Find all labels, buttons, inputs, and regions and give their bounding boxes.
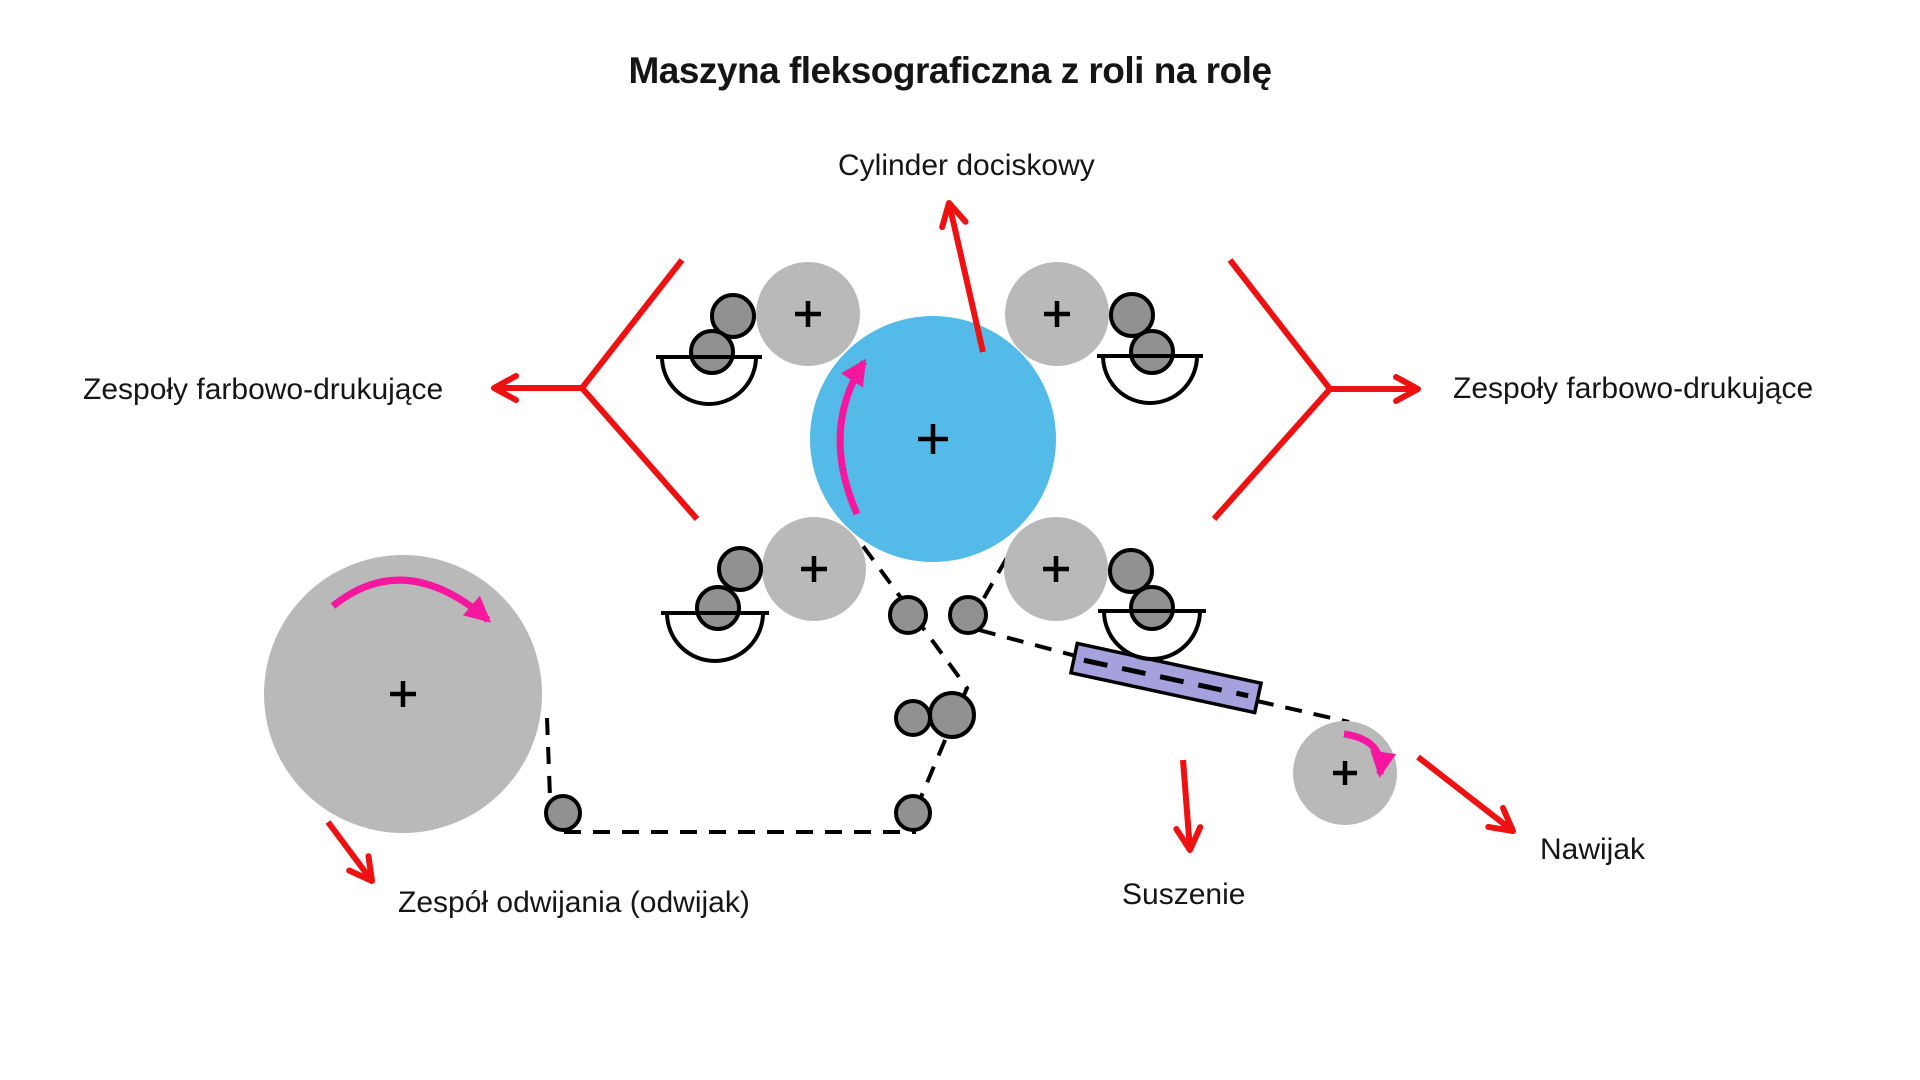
- fountain-roller: [1129, 585, 1175, 631]
- impression-cylinder: [810, 316, 1056, 562]
- arrow-rewinder-label: [1416, 754, 1516, 834]
- diagram-title: Maszyna fleksograficzna z roli na rolę: [628, 50, 1272, 91]
- fountain-roller: [695, 585, 741, 631]
- ink-pan: [1098, 609, 1206, 661]
- guide-roller: [544, 794, 582, 832]
- guide-roller: [894, 794, 932, 832]
- anilox-roller: [1108, 548, 1154, 594]
- guide-roller: [928, 691, 976, 739]
- print-unit-top-left: [656, 262, 860, 406]
- ink-pan: [661, 611, 769, 663]
- guide-roller: [894, 699, 932, 737]
- guide-rollers: [544, 595, 988, 832]
- guide-roller: [888, 595, 928, 635]
- anilox-roller: [717, 546, 763, 592]
- rotation-arrow-impression: [836, 358, 867, 516]
- label-drying: Suszenie: [1122, 878, 1246, 911]
- arrow-drying-label: [1173, 759, 1204, 853]
- rotation-arrows: [330, 358, 1397, 778]
- bracket-right: [1211, 258, 1421, 521]
- label-ink-units-left: Zespoły farbowo-drukujące: [83, 373, 444, 406]
- print-unit-bottom-right: [1004, 517, 1206, 661]
- label-impression-cylinder: Cylinder dociskowy: [838, 149, 1095, 182]
- arrow-impression-label: [939, 200, 986, 353]
- anilox-roller: [1109, 292, 1155, 338]
- arrow-unwinder-label: [325, 820, 375, 884]
- leader-arrows: [325, 200, 1516, 884]
- rotation-arrow-unwind: [330, 576, 492, 623]
- label-unwinder: Zespół odwijania (odwijak): [398, 886, 750, 919]
- print-unit-top-right: [1005, 262, 1203, 405]
- ink-pan: [1097, 354, 1203, 405]
- rotation-arrow-rewind: [1343, 730, 1397, 778]
- bracket-left: [491, 258, 700, 521]
- label-rewinder: Nawijak: [1540, 833, 1646, 866]
- unwind-roll: [264, 555, 542, 833]
- anilox-roller: [710, 293, 756, 339]
- ink-pan: [656, 355, 762, 406]
- label-ink-units-right: Zespoły farbowo-drukujące: [1453, 372, 1814, 405]
- print-unit-bottom-left: [661, 517, 866, 663]
- dryer: [1068, 641, 1264, 715]
- guide-roller: [948, 595, 988, 635]
- fountain-roller: [689, 329, 735, 375]
- fountain-roller: [1129, 329, 1175, 375]
